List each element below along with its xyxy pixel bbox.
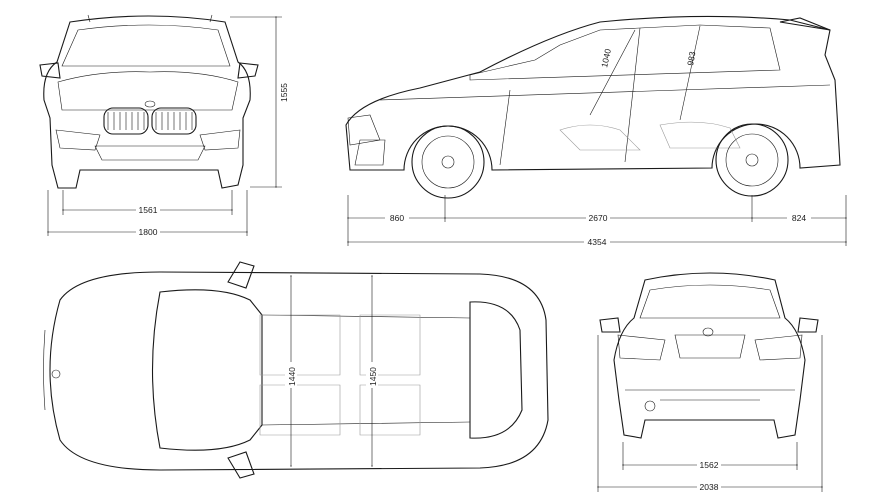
front-track-label: 1561 xyxy=(139,205,158,215)
rear-track-label: 1562 xyxy=(700,460,719,470)
rear-wheel xyxy=(715,123,789,197)
rear-view xyxy=(599,272,819,439)
front-interior-width-label: 1440 xyxy=(287,367,297,386)
rear-interior-width-label: 1450 xyxy=(368,367,378,386)
rear-headroom-label: 983 xyxy=(685,50,697,66)
front-overall-width-label: 1800 xyxy=(139,227,158,237)
width-with-mirrors-label: 2038 xyxy=(700,482,719,492)
front-height-dimension: 1555 xyxy=(230,16,289,188)
rear-overhang-label: 824 xyxy=(792,213,806,223)
front-view xyxy=(39,14,259,189)
overall-length-label: 4354 xyxy=(588,237,607,247)
front-headroom-label: 1040 xyxy=(599,48,613,69)
front-overhang-label: 860 xyxy=(390,213,404,223)
rear-width-dimensions: 1562 2038 xyxy=(597,335,823,492)
front-wheel xyxy=(411,125,485,199)
wheelbase-label: 2670 xyxy=(589,213,608,223)
side-view: 1040 983 xyxy=(345,15,841,199)
side-length-dimensions: 860 2670 824 4354 xyxy=(347,195,847,247)
front-height-label: 1555 xyxy=(279,83,289,102)
front-width-dimensions: 1561 1800 xyxy=(47,190,248,237)
top-view: 1440 1450 xyxy=(43,261,549,479)
